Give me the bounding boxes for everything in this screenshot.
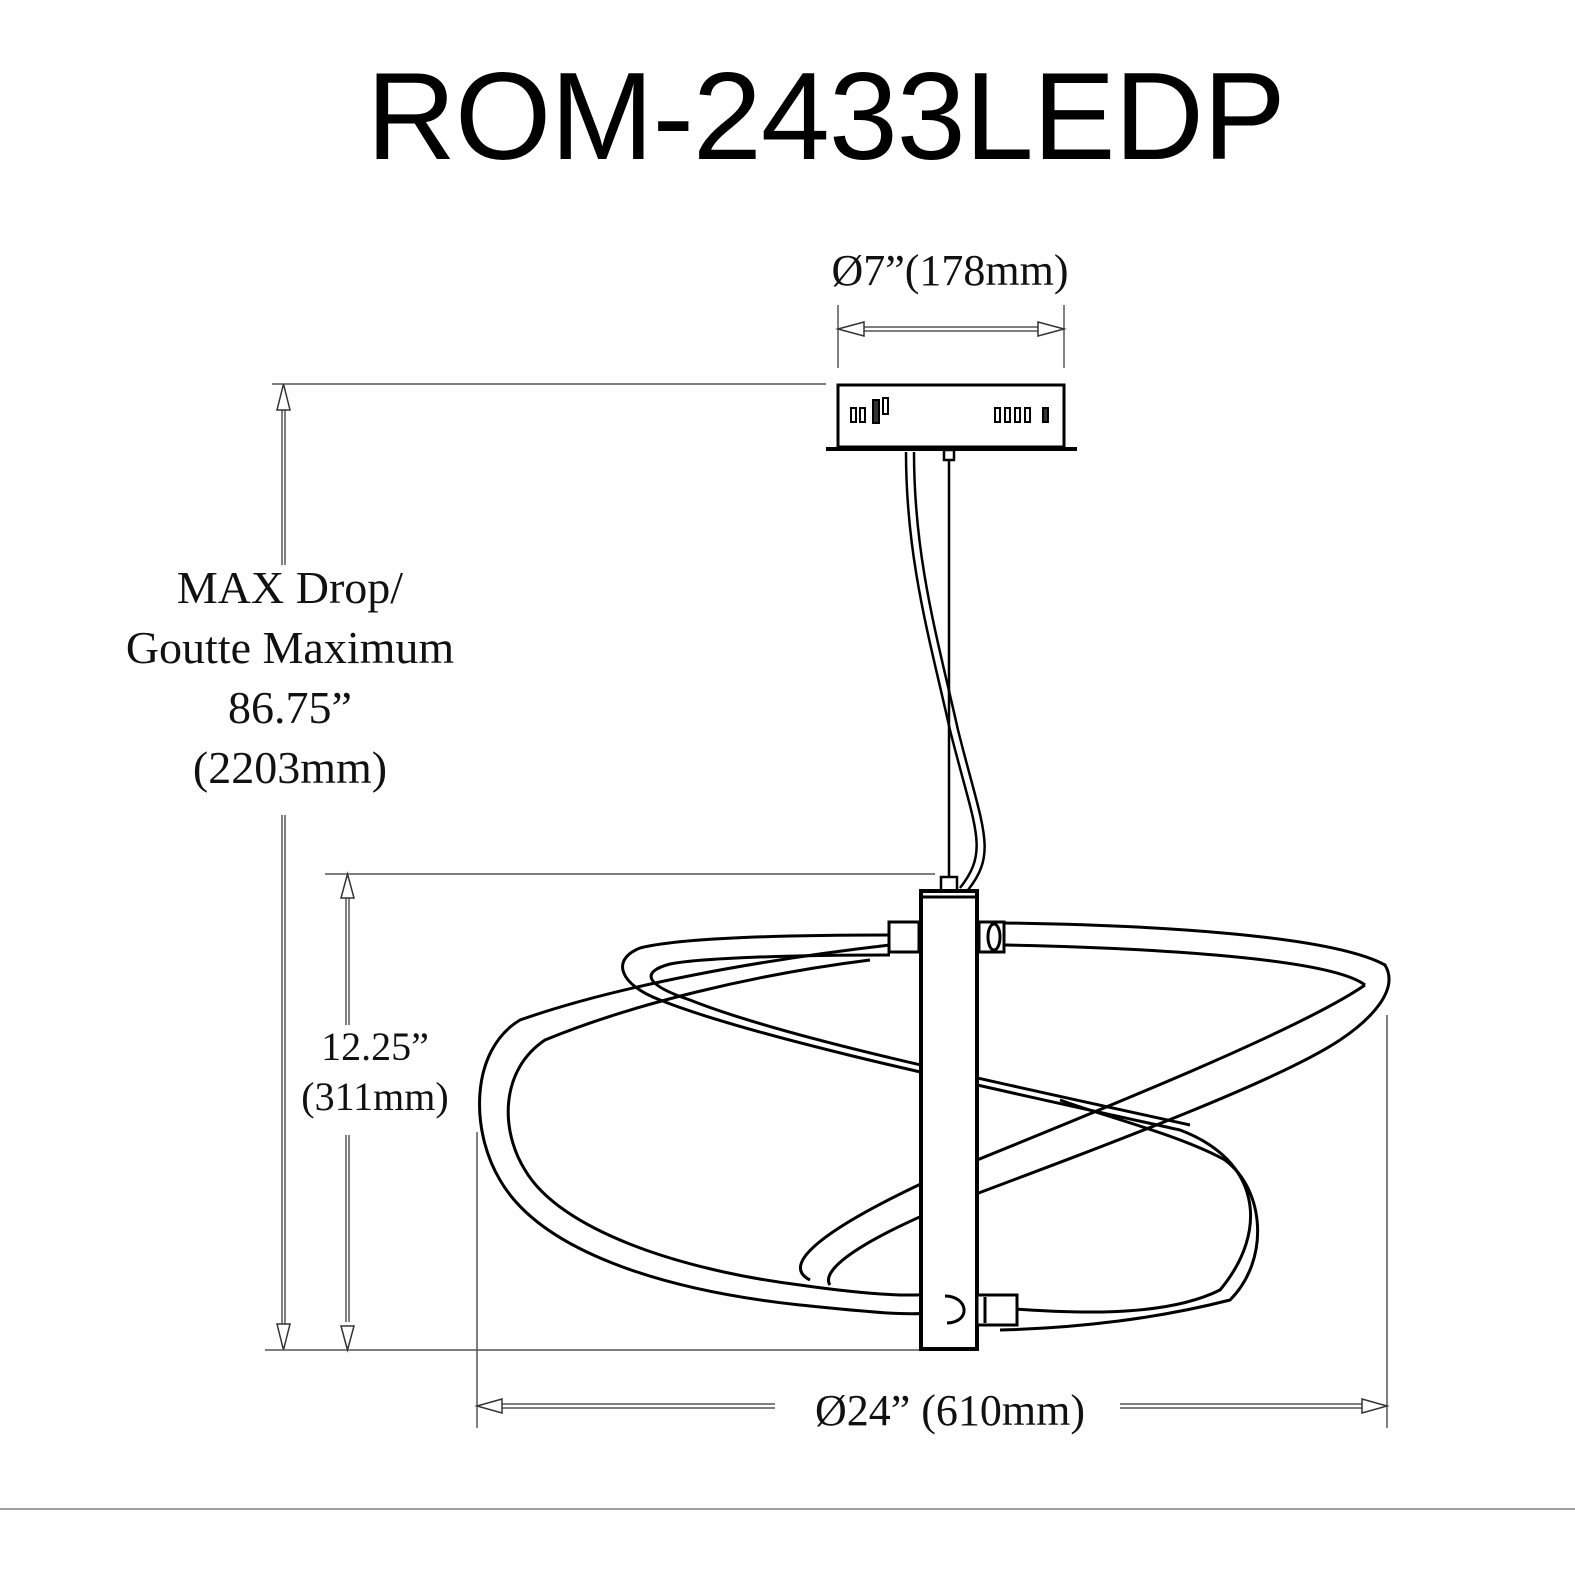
max-drop-label: MAX Drop/ Goutte Maximum 86.75” (2203mm) <box>100 558 480 798</box>
model-number-title: ROM-2433LEDP <box>366 48 1285 186</box>
ring-connectors <box>887 920 1019 1327</box>
max-drop-line4: (2203mm) <box>192 742 388 793</box>
footer-divider <box>0 1508 1575 1510</box>
fixture-height-line2: (311mm) <box>301 1074 449 1119</box>
fixture-height-label: 12.25” (311mm) <box>280 1022 470 1122</box>
canopy-dimension <box>835 305 1067 368</box>
canopy <box>826 383 1077 451</box>
power-cord <box>904 451 986 891</box>
center-post <box>919 889 979 1351</box>
max-drop-line1: MAX Drop/ <box>176 562 404 613</box>
fixture-width-dimension <box>474 1015 1390 1428</box>
max-drop-line2: Goutte Maximum <box>125 622 455 673</box>
max-drop-line3: 86.75” <box>228 682 352 733</box>
canopy-diameter-label: Ø7”(178mm) <box>831 246 1069 295</box>
fixture-height-dimension <box>325 871 935 1353</box>
suspension-cable <box>939 448 959 893</box>
max-drop-dimension <box>265 383 920 1351</box>
fixture-height-line1: 12.25” <box>321 1024 429 1069</box>
fixture-diameter-label: Ø24” (610mm) <box>814 1386 1086 1435</box>
